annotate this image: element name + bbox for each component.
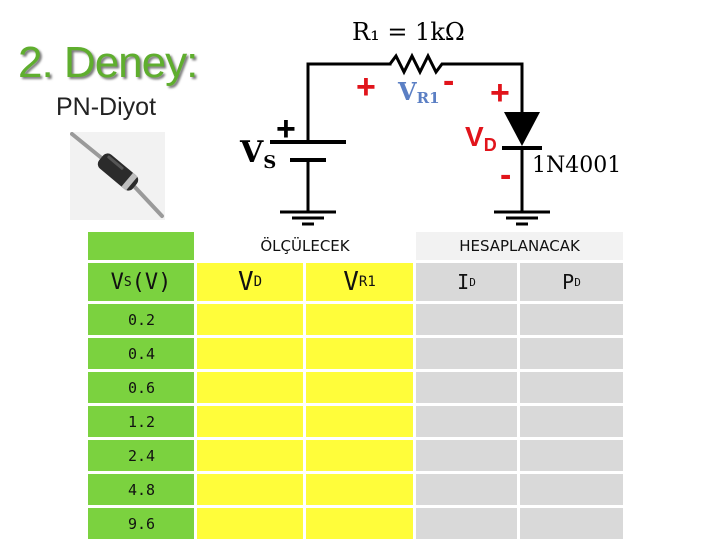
slide-title: 2. Deney:	[18, 38, 198, 87]
id-result-cell[interactable]	[416, 406, 517, 437]
ground-symbol-right	[494, 210, 550, 226]
pd-result-cell[interactable]	[520, 474, 623, 505]
vr1-input-cell[interactable]	[306, 474, 413, 505]
vd-input-cell[interactable]	[197, 338, 303, 369]
id-result-cell[interactable]	[416, 508, 517, 539]
vd-input-cell[interactable]	[197, 372, 303, 403]
id-result-cell[interactable]	[416, 304, 517, 335]
header-blank-cell	[88, 232, 194, 260]
vd-minus-sign: -	[500, 156, 511, 194]
slide-subtitle: PN-Diyot	[56, 93, 157, 121]
vd-input-cell[interactable]	[197, 406, 303, 437]
vd-plus-sign: +	[490, 74, 510, 112]
vs-value-cell: 0.6	[88, 372, 194, 403]
pd-result-cell[interactable]	[520, 508, 623, 539]
pd-result-cell[interactable]	[520, 440, 623, 471]
vr1-plus-sign: +	[356, 68, 376, 106]
vr1-minus-sign: -	[443, 62, 454, 100]
pd-result-cell[interactable]	[520, 304, 623, 335]
vs-label: VS	[239, 135, 276, 173]
id-result-cell[interactable]	[416, 440, 517, 471]
vs-value-cell: 1.2	[88, 406, 194, 437]
vs-value-cell: 0.2	[88, 304, 194, 335]
vd-input-cell[interactable]	[197, 440, 303, 471]
battery-symbol	[270, 140, 346, 162]
vs-value-cell: 9.6	[88, 508, 194, 539]
diode-part-number: 1N4001	[532, 153, 621, 178]
vd-input-cell[interactable]	[197, 474, 303, 505]
vr1-input-cell[interactable]	[306, 304, 413, 335]
vs-value-cell: 4.8	[88, 474, 194, 505]
vr1-input-cell[interactable]	[306, 508, 413, 539]
resistor-label: R₁ = 1kΩ	[352, 18, 465, 46]
diode-symbol	[502, 112, 542, 150]
vd-input-cell[interactable]	[197, 304, 303, 335]
header-measured: ÖLÇÜLECEK	[260, 237, 350, 255]
vr1-label: VR1	[397, 77, 440, 107]
header-calculated: HESAPLANACAK	[416, 232, 623, 260]
pd-result-cell[interactable]	[520, 338, 623, 369]
vr1-input-cell[interactable]	[306, 372, 413, 403]
ground-symbol-left	[280, 210, 336, 226]
vr1-input-cell[interactable]	[306, 338, 413, 369]
id-result-cell[interactable]	[416, 338, 517, 369]
id-result-cell[interactable]	[416, 372, 517, 403]
pd-result-cell[interactable]	[520, 406, 623, 437]
pd-result-cell[interactable]	[520, 372, 623, 403]
vr1-input-cell[interactable]	[306, 440, 413, 471]
vr1-input-cell[interactable]	[306, 406, 413, 437]
diode-photo-icon	[70, 132, 165, 220]
vs-plus-sign: +	[276, 110, 296, 148]
resistor-symbol	[388, 52, 448, 76]
vd-label: VD	[465, 121, 497, 155]
vs-value-cell: 0.4	[88, 338, 194, 369]
circuit-schematic: R₁ = 1kΩ + VR1 - VS + + VD - 1N4001	[239, 18, 621, 226]
vs-value-cell: 2.4	[88, 440, 194, 471]
vd-input-cell[interactable]	[197, 508, 303, 539]
id-result-cell[interactable]	[416, 474, 517, 505]
